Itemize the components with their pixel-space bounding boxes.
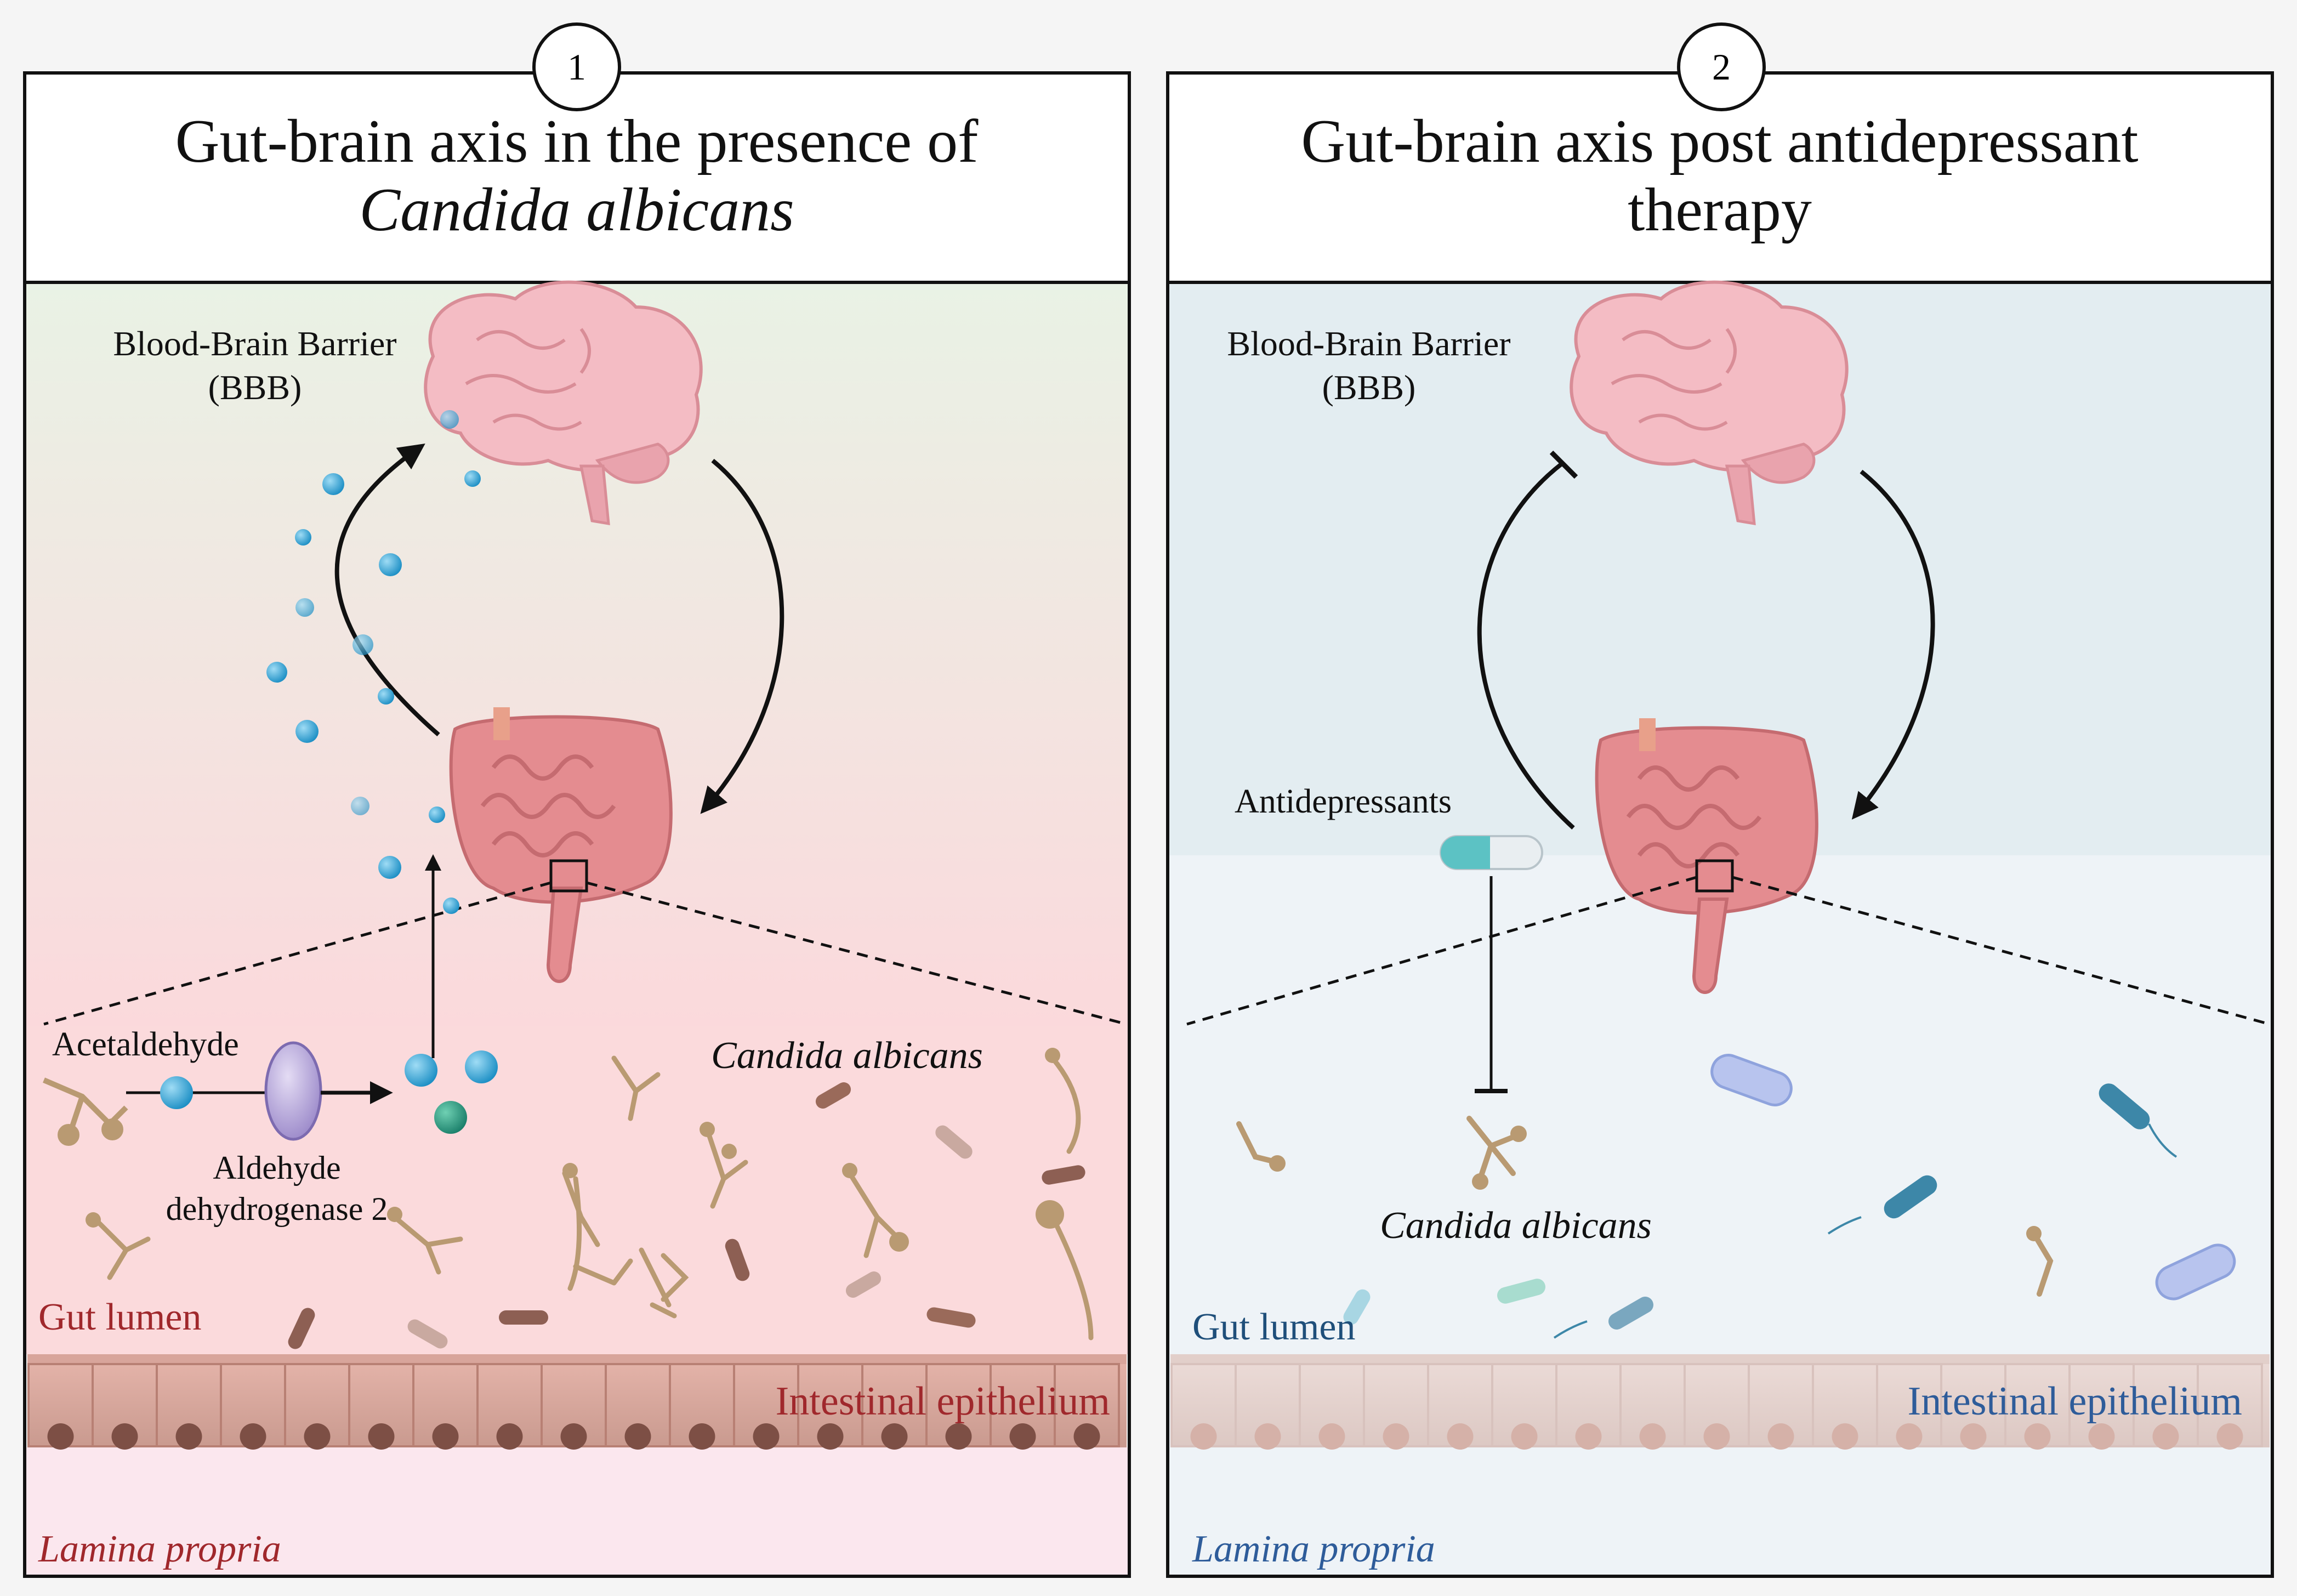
zoom-box	[549, 859, 588, 893]
panel-1-epithelial-cells	[27, 1363, 1120, 1450]
product-molecule-3	[434, 1101, 467, 1134]
blocked-gut-to-brain-arrow	[1477, 461, 1575, 830]
panel-2-number: 2	[1712, 46, 1731, 88]
panel-2-gut-lumen-label: Gut lumen	[1192, 1306, 1355, 1348]
antidepressant-pill	[1440, 835, 1543, 870]
panel-2-epithelial-cells	[1170, 1363, 2263, 1450]
panel-1-number-badge	[532, 22, 621, 111]
panel-1-candida-label: Candida albicans	[711, 1035, 983, 1077]
panel-2-lower-background	[1168, 855, 2272, 1576]
cell-nucleus	[432, 1423, 459, 1450]
cell-nucleus	[2024, 1423, 2051, 1450]
panel-2-flagella	[1553, 1123, 2177, 1339]
product-molecule-1	[405, 1054, 437, 1087]
cell-nucleus	[1447, 1423, 1474, 1450]
panel-1-gut-lumen-label: Gut lumen	[38, 1296, 201, 1338]
stomach-tube	[493, 707, 510, 740]
acetaldehyde-label: Acetaldehyde	[52, 1026, 239, 1063]
cell-nucleus	[47, 1423, 74, 1450]
brain-to-gut-arrow	[700, 458, 784, 814]
cell-nucleus	[304, 1423, 331, 1450]
cell-nucleus	[1896, 1423, 1923, 1450]
panel-1-bacteria	[288, 1082, 1085, 1349]
panel-2-epithelium-label: Intestinal epithelium	[1908, 1379, 2242, 1424]
panel-2-number-badge	[1677, 22, 1766, 111]
cell-nucleus	[560, 1423, 587, 1450]
panel-1-microbes	[96, 1055, 1094, 1341]
panel-1-number: 1	[567, 46, 586, 88]
cell-nucleus	[1383, 1423, 1409, 1450]
panel-2-brain-illustration	[1570, 280, 1849, 526]
cell-nucleus	[945, 1423, 972, 1450]
panel-2-intestine-illustration	[1595, 718, 1818, 994]
cell-nucleus	[1009, 1423, 1036, 1450]
cell-nucleus	[1190, 1423, 1217, 1450]
panel-1-bbb-line1: Blood-Brain Barrier	[113, 324, 396, 363]
product-molecule-2	[465, 1050, 498, 1083]
panel-2-lamina-label: Lamina propria	[1192, 1528, 1435, 1570]
cell-nucleus	[496, 1423, 523, 1450]
cell-nucleus	[1832, 1423, 1858, 1450]
panel-1-bbb-line2: (BBB)	[208, 368, 302, 407]
cell-nucleus	[1960, 1423, 1987, 1450]
intestine-illustration	[449, 707, 673, 983]
panel-2-candida-label: Candida albicans	[1380, 1205, 1652, 1247]
cell-nucleus	[1639, 1423, 1666, 1450]
cell-nucleus	[1575, 1423, 1602, 1450]
acetaldehyde-molecules	[266, 410, 481, 914]
panel-1-lamina-label: Lamina propria	[38, 1528, 281, 1570]
panel-2-bacteria	[1343, 1054, 2236, 1330]
panel-2-title-line1: Gut-brain axis post antidepressant	[1301, 107, 2138, 175]
acetaldehyde-molecule	[160, 1076, 193, 1109]
panel-1-fungal-spores	[86, 1048, 1064, 1252]
cell-nucleus	[689, 1423, 715, 1450]
panel-2-zoom-line-left	[1186, 876, 1697, 1026]
cell-nucleus	[753, 1423, 780, 1450]
panel-1: 1 Gut-brain axis in the presence of Cand…	[23, 22, 1131, 1578]
zoom-line-left	[43, 881, 551, 1026]
panel-1-lamina-background	[25, 1447, 1129, 1576]
cell-nucleus	[2152, 1423, 2179, 1450]
cell-nucleus	[1254, 1423, 1281, 1450]
candida-hypha-1	[43, 1077, 128, 1146]
enzyme-label-line2: dehydrogenase 2	[166, 1191, 388, 1227]
inhibition-bar-top	[1549, 450, 1578, 479]
enzyme-label-line1: Aldehyde	[213, 1150, 340, 1186]
cell-nucleus	[2216, 1423, 2243, 1450]
cell-nucleus	[240, 1423, 266, 1450]
panel-2-fungal-spores	[1269, 1126, 2042, 1241]
cell-nucleus	[1073, 1423, 1100, 1450]
cell-nucleus	[368, 1423, 395, 1450]
panel-1-epithelium-label: Intestinal epithelium	[776, 1379, 1110, 1424]
panel-2-title-line2: therapy	[1628, 176, 1812, 244]
cell-nucleus	[175, 1423, 202, 1450]
cell-nucleus	[1318, 1423, 1345, 1450]
panel-2-bbb-line1: Blood-Brain Barrier	[1227, 324, 1510, 363]
panel-2: 2 Gut-brain axis post antidepressant the…	[1166, 22, 2274, 1578]
brain-illustration	[424, 280, 703, 526]
cell-nucleus	[881, 1423, 908, 1450]
antidepressants-label: Antidepressants	[1235, 783, 1452, 820]
cell-nucleus	[624, 1423, 651, 1450]
cell-nucleus	[817, 1423, 844, 1450]
cell-nucleus	[111, 1423, 138, 1450]
cell-nucleus	[2088, 1423, 2115, 1450]
panel-2-bbb-line2: (BBB)	[1322, 368, 1416, 407]
aldh2-enzyme	[264, 1041, 322, 1141]
cell-nucleus	[1511, 1423, 1538, 1450]
cell-nucleus	[1767, 1423, 1794, 1450]
panel-1-title-line1: Gut-brain axis in the presence of	[175, 107, 979, 175]
panel-2-brain-to-gut-arrow	[1851, 469, 1935, 820]
gut-to-brain-arrow	[334, 443, 440, 737]
panel-1-title-line2: Candida albicans	[359, 176, 794, 244]
cell-nucleus	[1703, 1423, 1730, 1450]
